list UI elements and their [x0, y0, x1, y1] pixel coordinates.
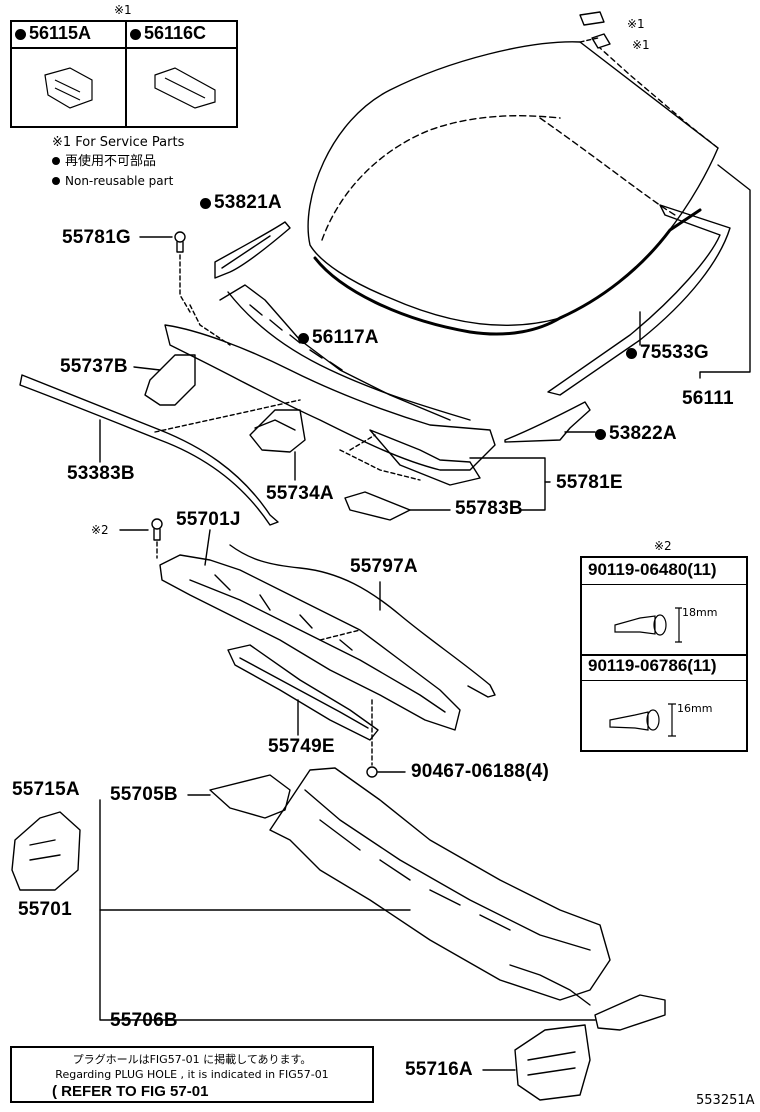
part-label-55737B: 55737B [60, 356, 128, 377]
glass-mark-1: ※1 [627, 17, 645, 31]
part-label-56117A: 56117A [298, 328, 379, 348]
part-label-53822A: 53822A [595, 424, 677, 444]
windshield-glass [307, 41, 719, 327]
service-box-mark: ※1 [114, 3, 132, 17]
bolt-part-1: 90119-06480(11) [588, 560, 717, 579]
part-label-55783B: 55783B [455, 498, 523, 519]
clip-56115A-sketch [44, 67, 93, 109]
part-label-55781E: 55781E [556, 472, 623, 493]
bolt-dim-1: 18mm [682, 606, 718, 619]
plug-note-ref: ( REFER TO FIG 57-01 [52, 1083, 209, 1100]
part-label-55797A: 55797A [350, 556, 418, 577]
part-label-55701: 55701 [18, 899, 72, 920]
part-label-55734A: 55734A [266, 483, 334, 504]
legend-en-note: Non-reusable part [52, 174, 173, 188]
plug-hole-note: プラグホールはFIG57-01 に掲載してあります。 Regarding PLU… [10, 1046, 374, 1103]
bolt-dim-2: 16mm [677, 702, 713, 715]
part-label-55749E: 55749E [268, 736, 335, 757]
legend-jp-note: 再使用不可部品 [52, 155, 156, 169]
molding-56117A [313, 208, 702, 336]
part-label-55705B: 55705B [110, 784, 178, 805]
part-label-53821A: 53821A [200, 193, 282, 213]
clip-56116C-sketch [154, 67, 216, 109]
glass-mark-2: ※1 [632, 38, 650, 52]
part-label-75533G: 75533G [626, 343, 709, 363]
service-parts-box: 56115A 56116C [10, 20, 238, 128]
part-label-55706B: 55706B [110, 1010, 178, 1031]
bolt-sketch-1 [614, 615, 656, 635]
figure-id: 553251A [696, 1093, 755, 1108]
bolt-part-2: 90119-06786(11) [588, 656, 717, 675]
bolt-table-mark: ※2 [654, 539, 672, 553]
part-label-55716A: 55716A [405, 1059, 473, 1080]
part-label-55701J: 55701J [176, 509, 241, 530]
part-label-56111: 56111 [682, 388, 734, 409]
bolt-sketch-2 [609, 711, 649, 731]
part-label-90467-06188: 90467-06188(4) [411, 761, 550, 782]
part-label-55715A: 55715A [12, 779, 80, 800]
service-part-label-2: 56116C [130, 23, 206, 44]
legend-service-note: ※1 For Service Parts [52, 135, 185, 150]
service-part-label-1: 56115A [15, 23, 91, 44]
plug-note-jp: プラグホールはFIG57-01 に掲載してあります。 [72, 1053, 312, 1066]
part-label-53383B: 53383B [67, 463, 135, 484]
plug-note-en: Regarding PLUG HOLE , it is indicated in… [55, 1068, 329, 1081]
part-label-55781G: 55781G [62, 227, 131, 248]
bolt-table: 90119-06480(11) 18mm 90119-06786(11) 16m… [580, 556, 748, 752]
bolt-mark-2: ※2 [91, 523, 109, 537]
